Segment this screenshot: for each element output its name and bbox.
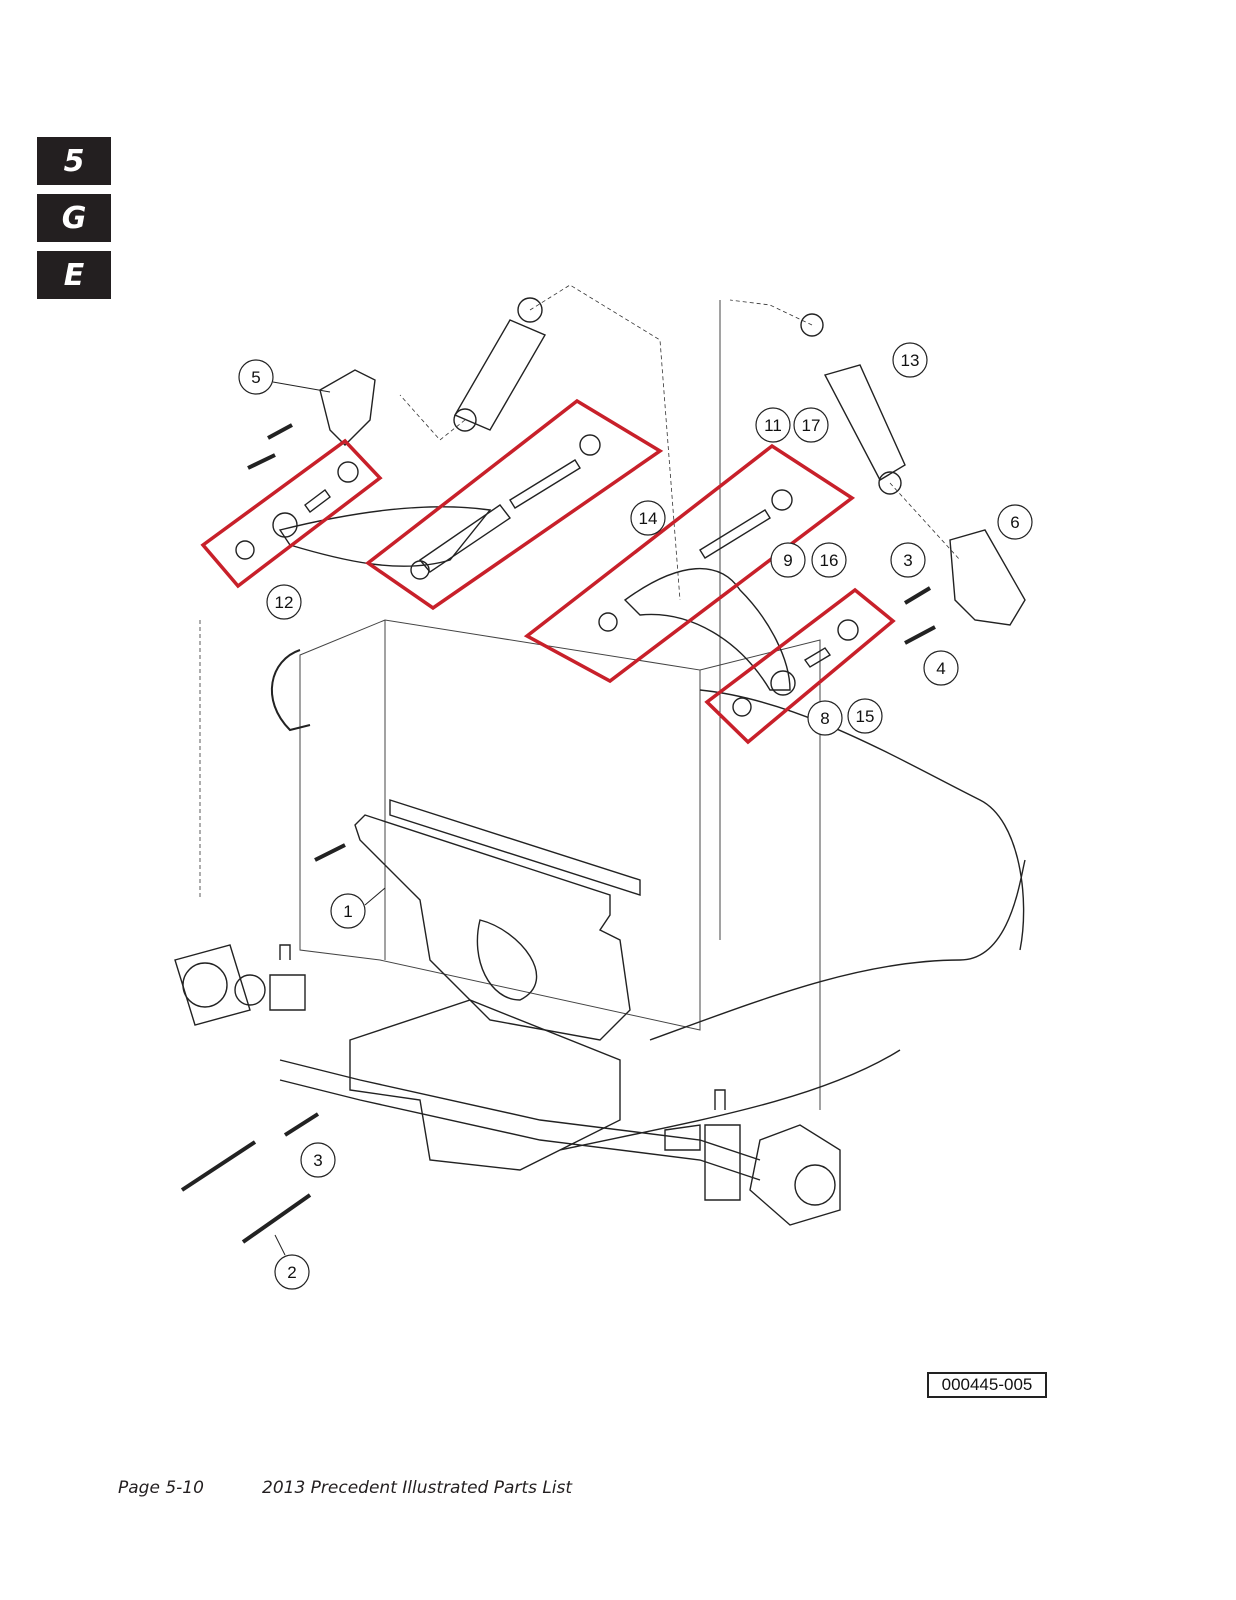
footer-publication-title: 2013 Precedent Illustrated Parts List <box>262 1478 573 1498</box>
callout-1: 1 <box>330 887 386 929</box>
callout-5: 5 <box>238 359 331 395</box>
svg-text:14: 14 <box>639 509 658 528</box>
callout-6: 6 <box>997 504 1033 540</box>
svg-text:5: 5 <box>251 368 260 387</box>
line-art <box>174 297 1026 1244</box>
callout-12: 12 <box>266 584 302 620</box>
callout-9: 9 <box>770 542 806 578</box>
section-tab-number: 5 <box>37 137 111 185</box>
svg-text:2: 2 <box>287 1263 296 1282</box>
svg-text:6: 6 <box>1010 513 1019 532</box>
section-tab-e: E <box>37 251 111 299</box>
callout-3-lower: 3 <box>300 1142 336 1178</box>
svg-text:15: 15 <box>856 707 875 726</box>
svg-text:12: 12 <box>275 593 294 612</box>
section-tab-g: G <box>37 194 111 242</box>
callout-11: 11 <box>755 407 791 443</box>
callout-17: 17 <box>793 407 829 443</box>
highlight-box-left-arm <box>365 398 664 611</box>
figure-id-label: 000445-005 <box>927 1372 1047 1398</box>
callouts: 1 2 3 3 4 5 6 8 9 11 12 13 14 15 16 17 <box>238 342 1033 1290</box>
svg-text:3: 3 <box>313 1151 322 1170</box>
svg-text:17: 17 <box>802 416 821 435</box>
footer-page-number: Page 5-10 <box>118 1478 204 1498</box>
svg-text:11: 11 <box>764 416 782 435</box>
callout-13: 13 <box>892 342 928 378</box>
svg-text:3: 3 <box>903 551 912 570</box>
leader-lines <box>199 284 961 900</box>
svg-text:4: 4 <box>936 659 945 678</box>
svg-text:13: 13 <box>901 351 920 370</box>
highlight-box-right-arm <box>523 443 856 684</box>
callout-14: 14 <box>630 500 666 536</box>
callout-4: 4 <box>923 650 959 686</box>
callout-15: 15 <box>847 698 883 734</box>
svg-text:16: 16 <box>820 551 839 570</box>
callout-3-upper: 3 <box>890 542 926 578</box>
callout-8: 8 <box>807 700 843 736</box>
svg-text:9: 9 <box>783 551 792 570</box>
svg-text:8: 8 <box>820 709 829 728</box>
highlight-box-left-bushings <box>200 438 383 589</box>
highlight-box-right-bushings <box>704 587 896 745</box>
svg-text:1: 1 <box>343 902 352 921</box>
callout-2: 2 <box>274 1234 310 1290</box>
callout-16: 16 <box>811 542 847 578</box>
highlight-boxes <box>200 398 896 745</box>
